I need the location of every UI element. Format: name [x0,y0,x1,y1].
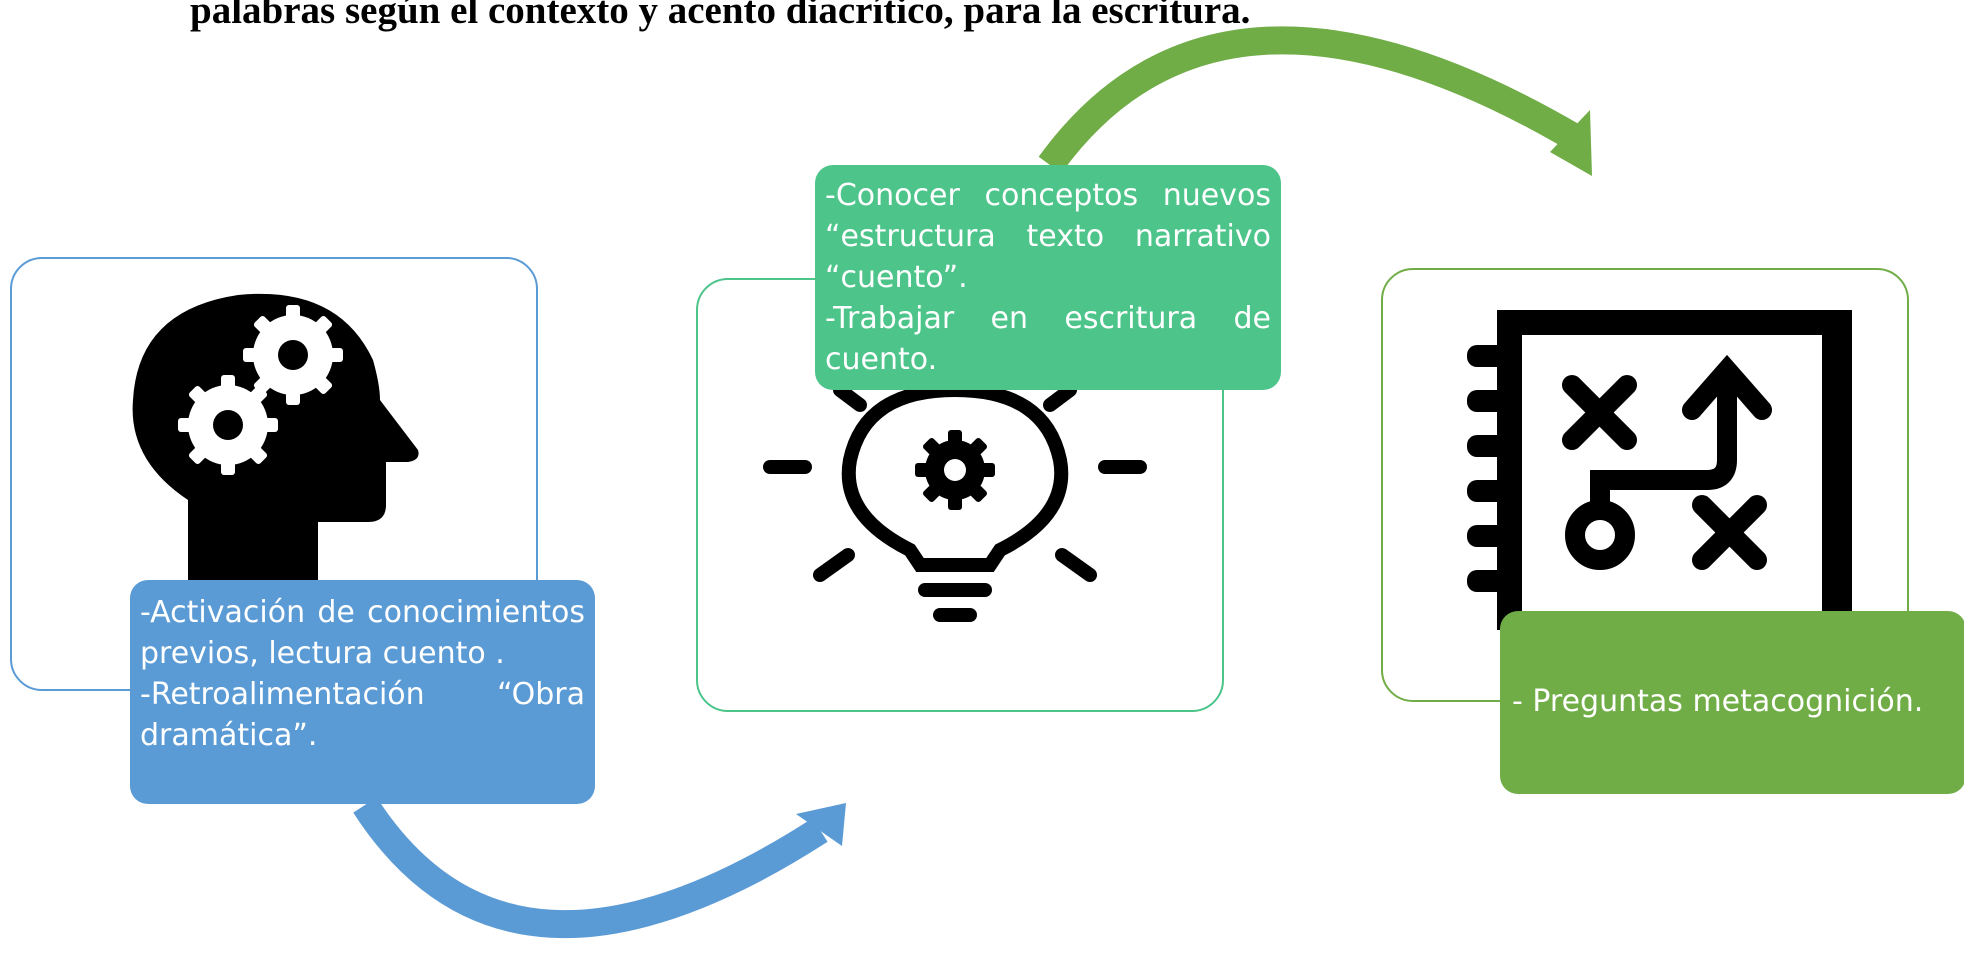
step-2-line-1: -Conocer conceptos nuevos “estructura te… [825,178,1271,295]
step-1-line-1: -Activación de conocimientos previos, le… [140,595,585,671]
step-2-line-2: -Trabajar en escritura de cuento. [825,301,1271,377]
arrow-step1-to-step2 [353,797,828,939]
head-gears-icon [118,290,488,585]
arrow-head-blue [796,803,846,846]
step-3-line-1: - Preguntas metacognición. [1512,684,1924,719]
step-2-textbox: -Conocer conceptos nuevos “estructura te… [815,165,1281,390]
strategy-notebook-icon [1462,305,1862,640]
step-1-line-2: -Retroalimentación “Obra dramática”. [140,677,585,753]
lightbulb-gear-icon [760,382,1150,660]
arrow-head-green [1550,110,1592,176]
step-3-textbox: - Preguntas metacognición. [1500,611,1964,794]
step-1-textbox: -Activación de conocimientos previos, le… [130,580,595,804]
diagram-title: palabras según el contexto y acento diac… [190,0,1251,32]
arrow-step2-to-step3 [1038,26,1583,174]
